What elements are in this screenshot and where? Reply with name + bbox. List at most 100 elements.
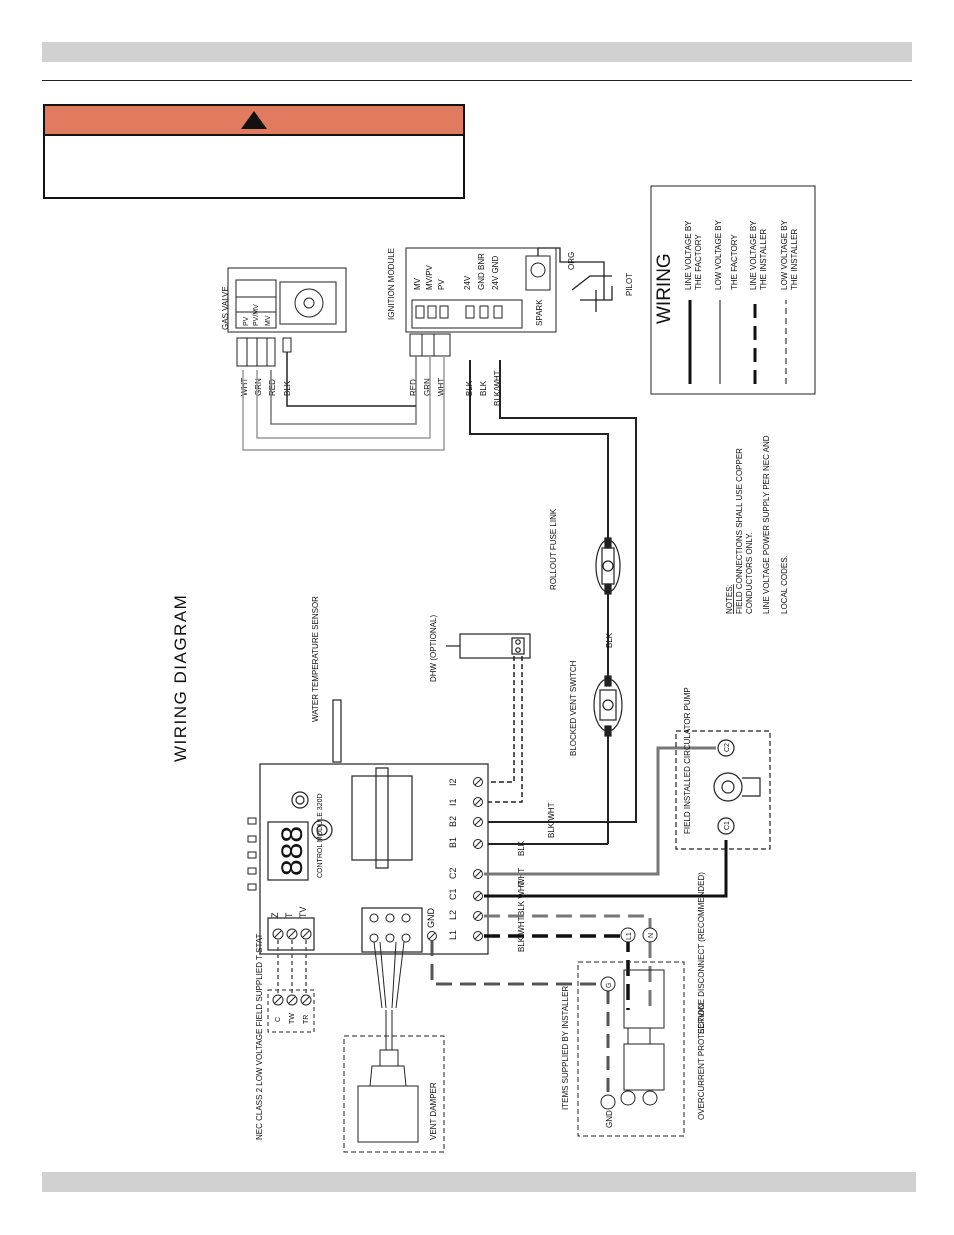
installer-items-label: ITEMS SUPPLIED BY INSTALLER xyxy=(561,986,570,1110)
control-display: 888 xyxy=(276,826,309,876)
control-terminal-i1: I1 xyxy=(448,798,458,806)
ignition-terminal-pv: PV xyxy=(437,279,446,290)
vent-damper-connector xyxy=(369,913,411,943)
pilot-label: PILOT xyxy=(625,273,634,296)
installer-items xyxy=(577,927,685,1137)
diagram-title: WIRING DIAGRAM xyxy=(171,594,190,762)
notes-line-3: LINE VOLTAGE POWER SUPPLY PER NEC AND xyxy=(762,435,771,614)
ignition-spark-label: SPARK xyxy=(535,299,544,326)
ignition-wire-red: RED xyxy=(409,379,418,396)
legend-entry-3-a: LINE VOLTAGE BY xyxy=(749,220,758,290)
legend-entry-2-a: LOW VOLTAGE BY xyxy=(714,219,723,290)
notes-heading: NOTES: xyxy=(725,584,734,614)
control-terminal-gnd: GND xyxy=(426,908,436,929)
ignition-wire-wht: WHT xyxy=(437,378,446,396)
installer-terminal-n: N xyxy=(648,933,655,938)
control-wire-wht-c2: WHT xyxy=(517,868,526,886)
rollout-fuse-link xyxy=(595,537,621,595)
control-wire-blkwht-l: BLK WHT xyxy=(517,916,526,952)
ignition-terminal-24v: 24V xyxy=(463,275,472,290)
water-temperature-sensor xyxy=(332,699,342,763)
ignition-wire-grn: GRN xyxy=(423,378,432,396)
control-wire-blk-b1: BLK xyxy=(517,840,526,856)
gas-valve-wiring xyxy=(242,352,445,451)
installer-terminal-l1: L1 xyxy=(626,932,633,940)
pilot-assembly xyxy=(537,247,613,312)
circulator-terminal-c2: C2 xyxy=(724,743,731,752)
dhw-label: DHW (OPTIONAL) xyxy=(429,615,438,682)
legend-title: WIRING xyxy=(654,253,675,324)
control-tstat-z: Z xyxy=(270,912,280,918)
top-bar xyxy=(42,42,912,62)
pump-wiring xyxy=(484,746,728,898)
blocked-vent-switch xyxy=(593,675,623,737)
notes-line-2: CONDUCTORS ONLY. xyxy=(745,532,754,614)
control-terminal-c2: C2 xyxy=(448,867,458,879)
vent-damper xyxy=(343,941,445,1153)
ignition-module xyxy=(405,247,557,357)
notes: NOTES: FIELD CONNECTIONS SHALL USE COPPE… xyxy=(725,435,789,614)
gas-valve-wire-wht: WHT xyxy=(240,378,249,396)
gas-valve-terminal-1: PV xyxy=(243,316,250,326)
notes-line-1: FIELD CONNECTIONS SHALL USE COPPER xyxy=(735,448,744,614)
control-tstat-tv: TV xyxy=(298,906,308,918)
control-terminal-i2: I2 xyxy=(448,778,458,786)
overcurrent-label: OVERCURRENT PROTECTION xyxy=(697,1003,706,1120)
tstat-terminal-tr: TR xyxy=(303,1015,310,1024)
dhw-wiring xyxy=(488,656,523,803)
ignition-module-label: IGNITION MODULE xyxy=(387,248,396,320)
gas-valve-wire-grn: GRN xyxy=(254,378,263,396)
blk-wire-label: BLK xyxy=(605,632,614,648)
gas-valve-terminal-3: MV xyxy=(265,315,272,326)
legend-entry-2-b: THE FACTORY xyxy=(730,234,739,290)
control-terminal-l2: L2 xyxy=(448,910,458,920)
gas-valve-terminal-2: PV/MV xyxy=(253,304,260,326)
header-rule xyxy=(42,80,912,81)
legend-entry-1-b: THE FACTORY xyxy=(694,234,703,290)
ignition-terminal-mvpv: MV/PV xyxy=(425,264,434,290)
control-tstat-t: T xyxy=(284,912,294,918)
control-wire-blkwht-c1: BLK WHT xyxy=(517,880,526,916)
blocked-vent-label: BLOCKED VENT SWITCH xyxy=(569,660,578,756)
tstat-terminal-tw: TW xyxy=(289,1013,296,1024)
ignition-terminal-gnd-bnr: GND BNR xyxy=(477,253,486,290)
ignition-wire-blk-2: BLK xyxy=(479,380,488,396)
gas-valve xyxy=(227,267,347,367)
bottom-bar xyxy=(42,1172,916,1192)
ignition-terminal-24v-gnd: 24V GND xyxy=(491,256,500,290)
tstat-terminal-c: C xyxy=(275,1017,282,1022)
ignition-wire-blk-wht: BLK/WHT xyxy=(493,370,502,406)
control-terminal-b2: B2 xyxy=(448,816,458,827)
tstat-wiring xyxy=(277,940,307,995)
line-voltage-wiring xyxy=(430,914,652,1095)
notes-line-4: LOCAL CODES. xyxy=(780,555,789,614)
vent-damper-label: VENT DAMPER xyxy=(429,1082,438,1140)
circulator-label: FIELD INSTALLED CIRCULATOR PUMP xyxy=(683,687,692,834)
warning-header xyxy=(45,106,463,136)
control-terminal-c1: C1 xyxy=(448,888,458,900)
control-module xyxy=(259,763,489,955)
legend-entry-3-b: THE INSTALLER xyxy=(759,229,768,290)
pilot-wire-org: ORG xyxy=(567,252,576,270)
warning-box xyxy=(43,104,465,199)
water-sensor-label: WATER TEMPERATURE SENSOR xyxy=(311,596,320,722)
rollout-label: ROLLOUT FUSE LINK xyxy=(549,508,558,590)
dhw-sensor xyxy=(446,633,531,659)
gas-valve-label: GAS VALVE xyxy=(221,286,230,330)
tstat-label: NEC CLASS 2 LOW VOLTAGE FIELD SUPPLIED T… xyxy=(255,933,264,1140)
ignition-terminal-mv: MV xyxy=(413,277,422,290)
legend-entry-4-a: LOW VOLTAGE BY xyxy=(780,219,789,290)
tstat-block xyxy=(267,989,315,1033)
installer-gnd-label: GND xyxy=(605,1110,614,1128)
safety-circuit-wiring xyxy=(469,360,637,845)
legend: WIRING LINE VOLTAGE BY THE FACTORY LOW V… xyxy=(650,185,816,395)
installer-terminal-g: G xyxy=(606,983,613,988)
control-edge-connectors xyxy=(247,817,257,891)
control-terminal-b1: B1 xyxy=(448,837,458,848)
circulator-pump xyxy=(675,730,771,850)
warning-triangle-icon xyxy=(241,111,267,129)
control-tstat-terminals xyxy=(272,928,312,940)
disconnect-label: SERVICE DISCONNECT (RECOMMENDED) xyxy=(697,872,706,1034)
circulator-terminal-c1: C1 xyxy=(724,821,731,830)
